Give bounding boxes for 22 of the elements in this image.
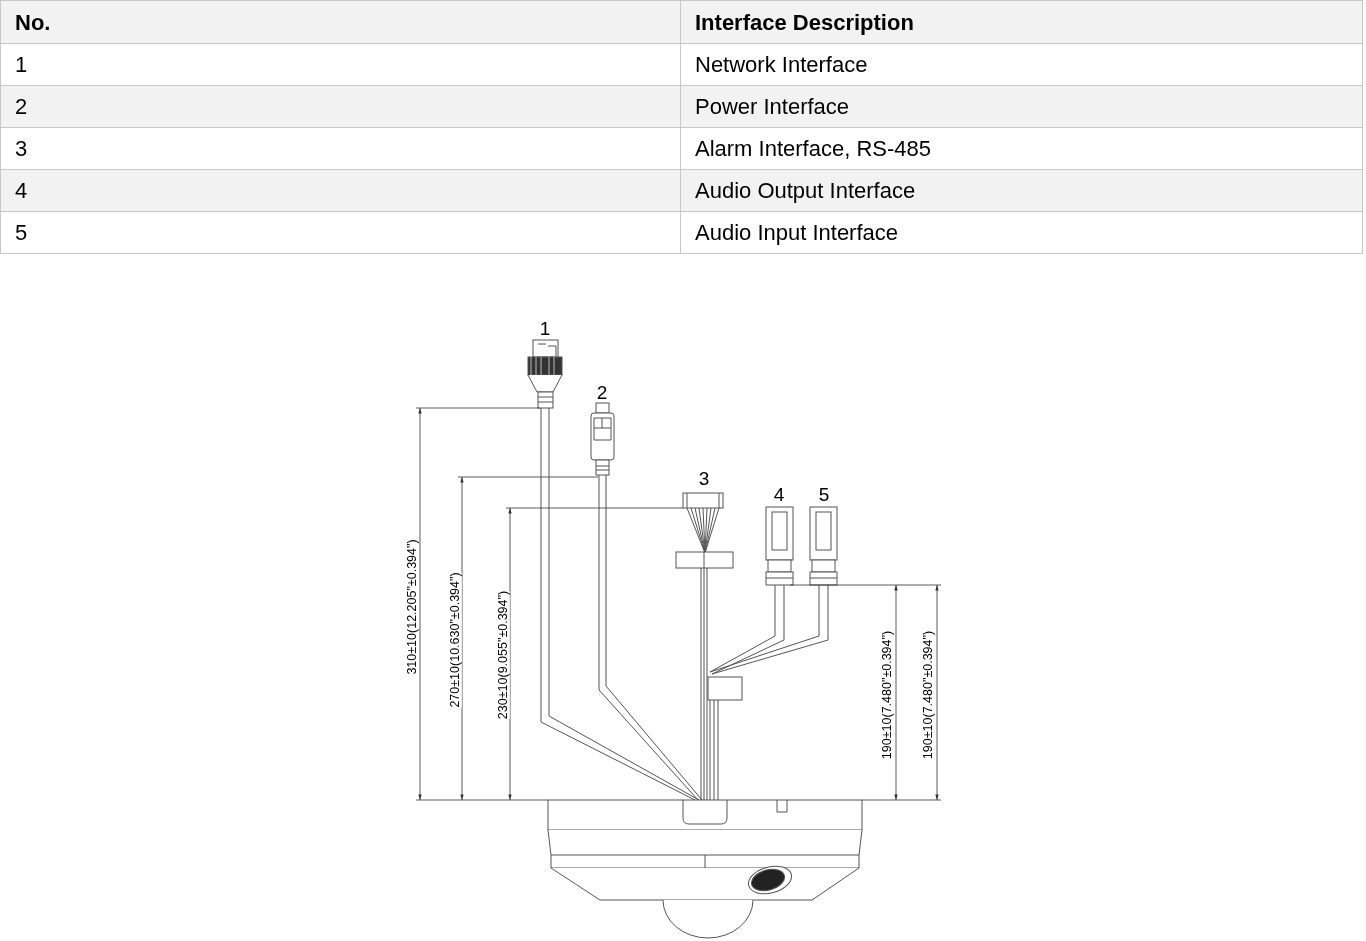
callout-number: 4	[773, 484, 785, 504]
table-cell-text: Power Interface	[695, 93, 850, 121]
table-cell-text: 3	[15, 135, 28, 163]
callout-number: 3	[698, 468, 710, 488]
callout-number: 1	[539, 318, 551, 338]
table-cell-text: 1	[15, 51, 28, 79]
table-cell-text: 4	[15, 177, 28, 205]
column-header: No.	[15, 8, 51, 37]
table-cell-text: 2	[15, 93, 28, 121]
dimension-label: 230±10(9.055"±0.394")	[496, 590, 510, 720]
dimension-label: 270±10(10.630"±0.394")	[448, 572, 462, 708]
table-cell-text: Network Interface	[695, 51, 868, 79]
dimension-label: 310±10(12.205"±0.394")	[405, 539, 419, 675]
dimension-label: 190±10(7.480"±0.394")	[921, 630, 935, 760]
dimension-label: 190±10(7.480"±0.394")	[880, 630, 894, 760]
callout-number: 2	[596, 382, 608, 402]
callout-number: 5	[818, 484, 830, 504]
column-header: Interface Description	[695, 8, 914, 37]
table-cell-text: 5	[15, 219, 28, 247]
table-cell-text: Audio Input Interface	[695, 219, 899, 247]
table-cell-text: Alarm Interface, RS-485	[695, 135, 931, 163]
table-cell-text: Audio Output Interface	[695, 177, 916, 205]
